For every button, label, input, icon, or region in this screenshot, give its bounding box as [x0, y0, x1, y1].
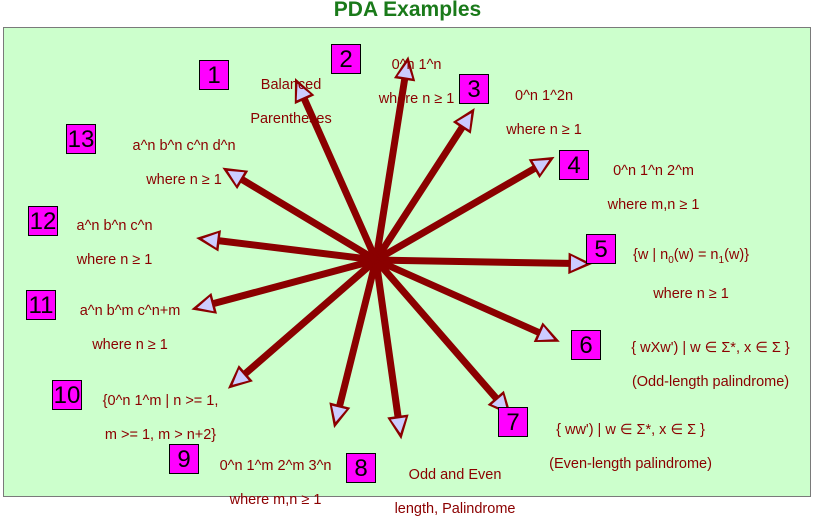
- example-label-11-line2: where n ≥ 1: [92, 337, 168, 353]
- arrow-head-6: [537, 326, 555, 341]
- page-title: PDA Examples: [333, 0, 482, 21]
- example-label-7: { ww') | w ∈ Σ*, x ∈ Σ } (Even-length pa…: [524, 405, 729, 473]
- arrow-6: [374, 256, 560, 343]
- example-label-1-line2: Parentheses: [250, 111, 332, 127]
- arrow-head-1: [296, 83, 311, 101]
- arrow-head-13: [227, 170, 245, 186]
- example-label-7-line1: { ww') | w ∈ Σ*, x ∈ Σ }: [556, 422, 705, 438]
- example-label-5-line1: {w | n0(w) = n1(w)}: [633, 247, 750, 266]
- example-label-5-text-a: {w | n: [633, 247, 669, 263]
- arrow-1: [294, 77, 380, 262]
- example-label-1: Balanced Parentheses: [232, 60, 342, 128]
- example-number-9: 9: [169, 444, 199, 474]
- example-label-9: 0^n 1^m 2^m 3^n where m,n ≥ 1: [199, 441, 344, 509]
- example-number-6: 6: [571, 330, 601, 360]
- example-label-10-line2: m >= 1, m > n+2}: [104, 427, 217, 443]
- example-label-5-sub-b: 1: [718, 254, 725, 266]
- arrow-head-10: [232, 369, 249, 385]
- example-label-10: {0^n 1^m | n >= 1, m >= 1, m > n+2}: [84, 376, 229, 444]
- example-label-5-text-c: (w)}: [724, 247, 750, 263]
- example-label-5-line2: where n ≥ 1: [653, 285, 729, 302]
- example-label-12-line2: where n ≥ 1: [76, 252, 153, 268]
- example-label-3-line1: 0^n 1^2n: [515, 88, 574, 104]
- example-label-2-line2: where n ≥ 1: [378, 91, 455, 107]
- arrow-head-3: [456, 113, 472, 130]
- example-label-5-sub-a: 0: [668, 254, 674, 266]
- example-number-8: 8: [346, 453, 376, 483]
- example-label-5-text-b: (w) = n: [673, 247, 719, 263]
- example-label-6: { wXw') | w ∈ Σ*, x ∈ Σ } (Odd-length pa…: [604, 323, 809, 391]
- example-label-4-line2: where m,n ≥ 1: [607, 197, 700, 213]
- arrow-8: [372, 259, 409, 440]
- arrow-head-5: [570, 255, 586, 271]
- example-label-13-line2: where n ≥ 1: [146, 172, 222, 188]
- example-number-10: 10: [52, 380, 82, 410]
- example-label-4: 0^n 1^n 2^m where m,n ≥ 1: [587, 146, 712, 214]
- example-number-4: 4: [559, 150, 589, 180]
- example-label-6-line2: (Odd-length palindrome): [631, 374, 790, 390]
- example-label-9-line1: 0^n 1^m 2^m 3^n: [219, 458, 332, 474]
- example-label-11-line1: a^n b^m c^n+m: [79, 303, 181, 319]
- arrow-hub: [191, 56, 593, 440]
- example-label-8-line1: Odd and Even: [408, 467, 502, 483]
- example-label-4-line1: 0^n 1^n 2^m: [613, 163, 694, 179]
- example-label-9-line2: where m,n ≥ 1: [229, 492, 322, 508]
- example-label-3-line2: where n ≥ 1: [506, 122, 582, 138]
- example-label-3: 0^n 1^2n where n ≥ 1: [488, 71, 592, 139]
- example-label-13: a^n b^n c^n d^n where n ≥ 1: [100, 121, 260, 189]
- example-label-5: {w | n0(w) = n1(w)} where n ≥ 1: [612, 230, 762, 303]
- example-label-10-line1: {0^n 1^m | n >= 1,: [102, 393, 219, 409]
- example-number-7: 7: [498, 407, 528, 437]
- example-label-2-line1: 0^n 1^n: [391, 57, 442, 73]
- example-label-6-line1: { wXw') | w ∈ Σ*, x ∈ Σ }: [631, 340, 790, 356]
- arrow-head-8: [390, 417, 406, 434]
- arrow-12: [196, 230, 377, 264]
- arrow-7: [372, 257, 512, 416]
- example-label-12-line1: a^n b^n c^n: [76, 218, 153, 234]
- arrow-11: [191, 256, 378, 314]
- example-number-12: 12: [28, 206, 58, 236]
- example-number-3: 3: [459, 74, 489, 104]
- arrow-head-12: [202, 233, 219, 248]
- example-label-8: Odd and Even length, Palindrome: [377, 450, 525, 518]
- example-label-13-line1: a^n b^n c^n d^n: [132, 138, 236, 154]
- example-label-12: a^n b^n c^n where n ≥ 1: [58, 201, 163, 269]
- example-label-7-line2: (Even-length palindrome): [549, 456, 712, 472]
- arrow-head-11: [197, 296, 214, 312]
- example-label-11: a^n b^m c^n+m where n ≥ 1: [62, 286, 190, 354]
- arrow-3: [372, 107, 475, 263]
- arrow-head-9: [332, 405, 347, 422]
- example-label-2: 0^n 1^n where n ≥ 1: [360, 40, 465, 108]
- example-number-11: 11: [26, 290, 56, 320]
- arrow-head-7: [491, 394, 508, 411]
- arrow-13: [222, 167, 379, 264]
- arrow-4: [373, 156, 555, 264]
- example-number-2: 2: [331, 44, 361, 74]
- arrow-2: [372, 56, 416, 262]
- arrow-10: [227, 256, 379, 389]
- arrow-9: [329, 258, 380, 429]
- example-number-13: 13: [66, 124, 96, 154]
- example-number-5: 5: [586, 234, 616, 264]
- arrow-head-2: [397, 62, 413, 79]
- example-number-1: 1: [199, 60, 229, 90]
- arrow-head-4: [532, 160, 550, 174]
- example-label-1-line1: Balanced: [260, 77, 322, 93]
- example-label-8-line2: length, Palindrome: [394, 501, 516, 517]
- arrow-5: [375, 252, 593, 275]
